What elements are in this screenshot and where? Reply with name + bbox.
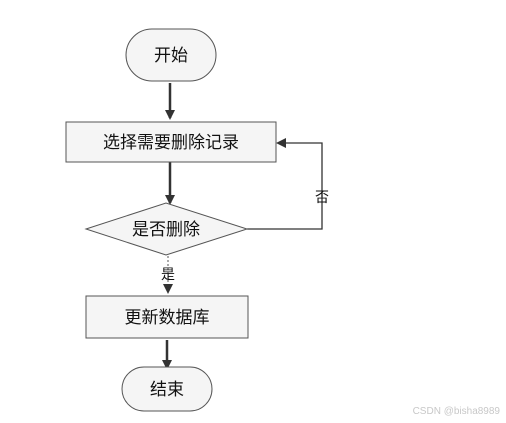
end-node-label: 结束	[150, 380, 184, 400]
watermark: CSDN @bisha8989	[412, 406, 500, 417]
start-node-label: 开始	[154, 46, 188, 66]
edge-decision-to-select-no	[247, 138, 323, 230]
start-node	[125, 28, 217, 82]
decision-node	[84, 202, 249, 256]
select-record-node	[65, 121, 277, 163]
select-record-node-label: 选择需要删除记录	[103, 133, 239, 153]
edge-label-yes: 是	[161, 267, 175, 283]
update-database-node-label: 更新数据库	[125, 308, 210, 328]
end-node	[121, 366, 213, 412]
decision-node-label: 是否删除	[132, 220, 200, 240]
update-database-node	[85, 295, 249, 339]
edge-label-no: 否	[315, 190, 329, 206]
